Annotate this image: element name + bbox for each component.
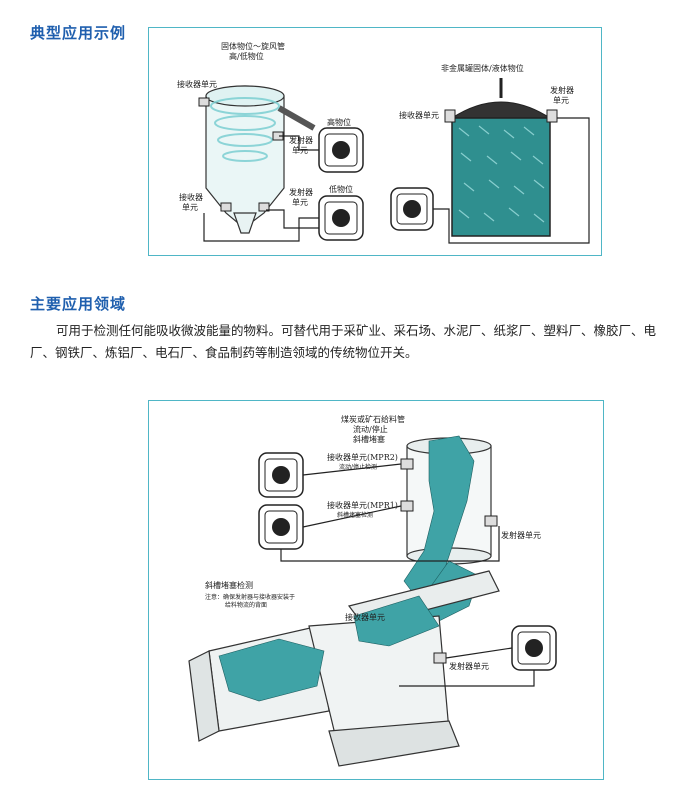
note-line2: 给料物流的背面 — [225, 602, 268, 609]
label-high-level: 高物位 — [327, 118, 351, 127]
label-mpr1-1: 接收器单元(MPR1) — [327, 501, 398, 510]
label-emitter-right: 发射器单元 — [501, 531, 541, 540]
section-title-main-applications: 主要应用领域 — [30, 295, 127, 313]
typical-application-illustration — [198, 78, 590, 244]
tank-title: 非金属罐固体/液体物位 — [441, 64, 524, 73]
gauge-emitter-bottom — [511, 625, 557, 671]
note-line1: 注意：确保发射器与接收器安装于 — [205, 594, 296, 601]
label-emitter-top-2: 单元 — [292, 146, 308, 155]
typical-application-diagram: 固体物位～旋风管 高/低物位 接收器单元 发射器 单元 高物位 接收器 单元 发… — [148, 27, 602, 256]
label-emitter-bottom: 发射器单元 — [449, 662, 489, 671]
section-title-typical-applications: 典型应用示例 — [30, 24, 127, 42]
label-receiver-unit: 接收器单元 — [345, 613, 385, 622]
chute-application-illustration — [188, 435, 557, 767]
cyclone-title-line1: 固体物位～旋风管 — [221, 42, 285, 51]
label-receiver-top: 接收器单元 — [177, 80, 217, 89]
gauge-high-level — [318, 127, 364, 173]
chute-application-diagram: 煤炭或矿石给料管 流动/停止 斜槽堵塞 接收器单元(MPR2) 流动/停止检测 … — [148, 400, 604, 780]
label-emitter-bottom-2: 单元 — [292, 198, 308, 207]
chute-title-line3: 斜槽堵塞 — [353, 435, 385, 444]
cyclone-title-line2: 高/低物位 — [229, 52, 264, 61]
label-emitter-top-1: 发射器 — [289, 136, 313, 145]
label-mpr1-2: 斜槽堵塞检测 — [337, 512, 374, 519]
label-tank-emitter-2: 单元 — [553, 96, 569, 105]
gauge-low-level — [318, 195, 364, 241]
gauge-tank — [390, 187, 434, 231]
label-tank-receiver: 接收器单元 — [399, 111, 439, 120]
applications-paragraph: 可用于检测任何能吸收微波能量的物料。可替代用于采矿业、采石场、水泥厂、纸浆厂、塑… — [30, 323, 657, 360]
tank-body — [451, 117, 551, 237]
label-mpr2-2: 流动/停止检测 — [339, 464, 378, 471]
label-emitter-bottom-1: 发射器 — [289, 188, 313, 197]
gauge-mpr1 — [258, 504, 304, 550]
chute-blockage-title: 斜槽堵塞检测 — [205, 581, 253, 590]
label-mpr2-1: 接收器单元(MPR2) — [327, 453, 398, 462]
gauge-mpr2 — [258, 452, 304, 498]
label-receiver-bottom-1: 接收器 — [179, 193, 203, 202]
chute-title-line2: 流动/停止 — [353, 425, 388, 434]
label-low-level: 低物位 — [329, 185, 353, 194]
label-tank-emitter-1: 发射器 — [550, 86, 574, 95]
label-receiver-bottom-2: 单元 — [182, 203, 198, 212]
chute-title-line1: 煤炭或矿石给料管 — [341, 415, 405, 424]
